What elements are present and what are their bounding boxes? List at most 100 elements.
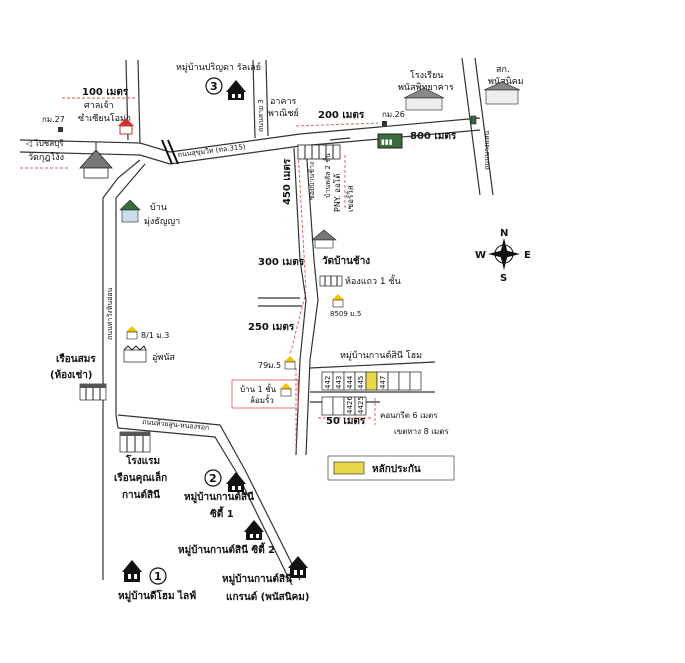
school-icon — [403, 87, 445, 111]
road-network — [19, 57, 494, 586]
marker-2-circle — [204, 469, 222, 487]
lot-4426-label: 4426 — [346, 396, 354, 414]
lot-442-label: 442 — [324, 376, 332, 389]
road-lower: ถนนห้วยสูน-หนองรอก — [142, 418, 210, 432]
townhouse-icon — [319, 275, 343, 287]
village-3-icon — [226, 80, 246, 100]
lot-lower-4 — [354, 396, 367, 416]
label-hotel: โรงแรม — [125, 454, 160, 467]
label-km26: กม.26 — [382, 110, 405, 119]
lot-empty-2 — [398, 371, 411, 391]
marker-1-circle — [149, 567, 167, 585]
marker-3-circle — [205, 77, 223, 95]
village-1-icon — [122, 560, 142, 582]
label-village-2b: ซิตี้ 1 — [210, 506, 234, 520]
distance-450: 450 เมตร — [282, 158, 293, 205]
compass-e: E — [524, 250, 531, 261]
label-rent-rooms: (ห้องเช่า) — [50, 369, 92, 381]
label-townhouse: ห้องแถว 1 ชั้น — [345, 274, 401, 287]
label-ruen-samorn: เรือนสมร — [56, 353, 96, 365]
legend-swatch — [333, 461, 365, 475]
label-sk-name: พนัสนิคม — [488, 76, 524, 87]
distance-50: 50 เมตร — [326, 416, 366, 427]
house-icon — [119, 199, 141, 223]
distance-markers — [20, 97, 379, 450]
road-top-vertical: ถนนสาย 3 — [257, 99, 265, 132]
label-shrine: ศาลเจ้า — [84, 100, 114, 111]
label-chian-oma: ซำเซียนโอม่า — [78, 113, 131, 124]
place-km27: กม.27 — [42, 115, 65, 132]
marker-2: 2 — [209, 472, 217, 485]
office-icon — [483, 81, 521, 105]
label-ban: บ้าน — [150, 202, 167, 213]
distance-800: 800 เมตร — [410, 131, 457, 142]
label-to-chonburi: ◁ ไปชลบุรี — [25, 139, 64, 148]
hotel-icon — [119, 431, 151, 453]
label-hotel-name: เรือนคุณเล็ก — [114, 470, 167, 484]
lot-443-label: 443 — [335, 376, 343, 389]
lot-empty-3 — [409, 371, 422, 391]
lot-row-lower: 4426 4425 — [321, 396, 367, 416]
break-mark — [161, 139, 179, 165]
label-mung-thanya: มุ่งธัญญา — [144, 217, 180, 227]
label-village-5b: แกรนด์ (พนัสนิคม) — [226, 591, 309, 603]
label-hotel-name2: กานต์สินี — [122, 489, 160, 501]
label-school: โรงเรียน — [410, 70, 443, 81]
road-left-vertical: ถนนท่าวังหินอ่อน — [106, 287, 114, 340]
label-mall: บ้านพลัส 2 ชั้น — [321, 153, 332, 198]
signal-icon — [470, 115, 477, 125]
label-garage: อู่พนัส — [152, 353, 175, 363]
label-pharmacy: พาณิชย์ — [268, 107, 299, 119]
label-concrete: คอนกรีต 6 เมตร — [380, 411, 438, 420]
lot-lower-1 — [321, 396, 334, 416]
house-81-icon — [126, 326, 138, 340]
label-village-5: หมู่บ้านกานต์สินี — [222, 573, 292, 586]
label-pny: PNY. ออโต้ — [332, 174, 342, 212]
signboard-icon: ▮▮▮ — [377, 133, 403, 149]
compass-n: N — [500, 228, 508, 239]
label-village-3: หมู่บ้านปริญดา รัลเลย์ — [176, 61, 261, 73]
label-wat-ban-chang: วัดบ้านช้าง — [322, 255, 370, 267]
lot-447-label: 447 — [379, 376, 387, 389]
lot-446 — [365, 371, 378, 391]
village-2-icon — [226, 472, 246, 492]
label-sk: สก. — [496, 65, 510, 75]
label-service: เซอร์วิส — [345, 185, 355, 212]
house-8509-icon — [332, 294, 344, 308]
label-one-storey: บ้าน 1 ชั้น — [240, 383, 277, 394]
lot-4425-label: 4425 — [357, 396, 365, 414]
svg-text:กม.27: กม.27 — [42, 115, 65, 124]
apartment-icon — [79, 383, 107, 401]
label-village-2: หมู่บ้านกานต์สินี — [184, 491, 254, 504]
lot-lower-2 — [332, 396, 345, 416]
lot-444-label: 444 — [346, 375, 354, 389]
marker-3: 3 — [210, 80, 218, 93]
marker-1: 1 — [154, 570, 162, 583]
label-house-81: 8/1 ม.3 — [141, 331, 169, 340]
distance-labels: 100 เมตร 200 เมตร 800 เมตร 450 เมตร 300 … — [82, 87, 457, 427]
distance-300: 300 เมตร — [258, 257, 305, 268]
km-post-icon — [58, 127, 63, 132]
label-wat-kud-ngong: วัดกุฎโง้ง — [28, 152, 64, 163]
label-school-name: พนัสพิทยาคาร — [398, 82, 454, 93]
compass-w: W — [475, 250, 486, 261]
distance-100: 100 เมตร — [82, 87, 129, 98]
shophouse-icon — [297, 144, 341, 160]
road-soi: ซอยบ้านช้าง — [308, 162, 316, 200]
garage-icon — [123, 345, 147, 363]
house-79-icon — [284, 356, 296, 370]
label-village-4: หมู่บ้านกานต์สินี ซิตี้ 2 — [178, 542, 275, 557]
fenced-house-icon — [280, 383, 292, 397]
compass-rose: N S E W — [475, 228, 531, 284]
lot-empty-1 — [387, 371, 400, 391]
lot-row: 442 443 444 445 447 — [321, 371, 422, 391]
village-4-icon — [244, 520, 264, 540]
temple-icon — [79, 142, 113, 179]
lot-445-label: 445 — [357, 376, 365, 389]
distance-250: 250 เมตร — [248, 322, 295, 333]
svg-text:▮▮▮: ▮▮▮ — [381, 138, 393, 146]
legend: หลักประกัน — [327, 455, 455, 481]
label-village-1: หมู่บ้านดีโฮม ไลฟ์ — [118, 589, 196, 603]
fenced-area — [231, 379, 299, 409]
